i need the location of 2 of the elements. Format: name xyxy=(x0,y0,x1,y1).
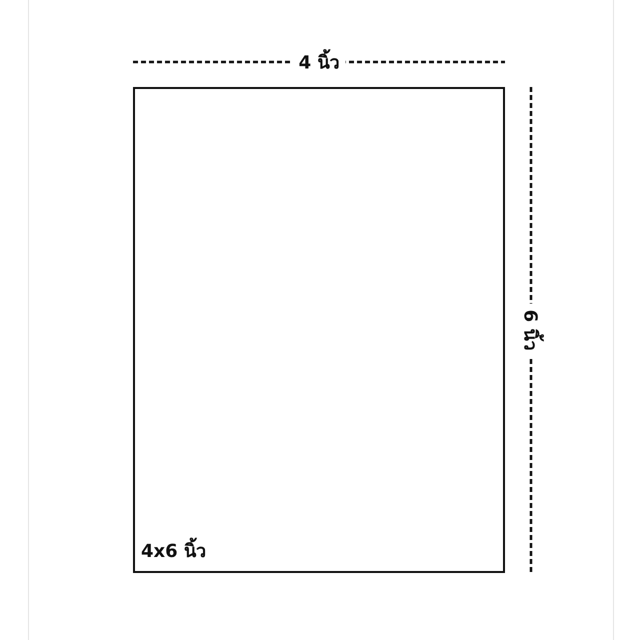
paper-outline xyxy=(133,87,505,573)
size-label: 4x6 นิ้ว xyxy=(141,536,206,565)
